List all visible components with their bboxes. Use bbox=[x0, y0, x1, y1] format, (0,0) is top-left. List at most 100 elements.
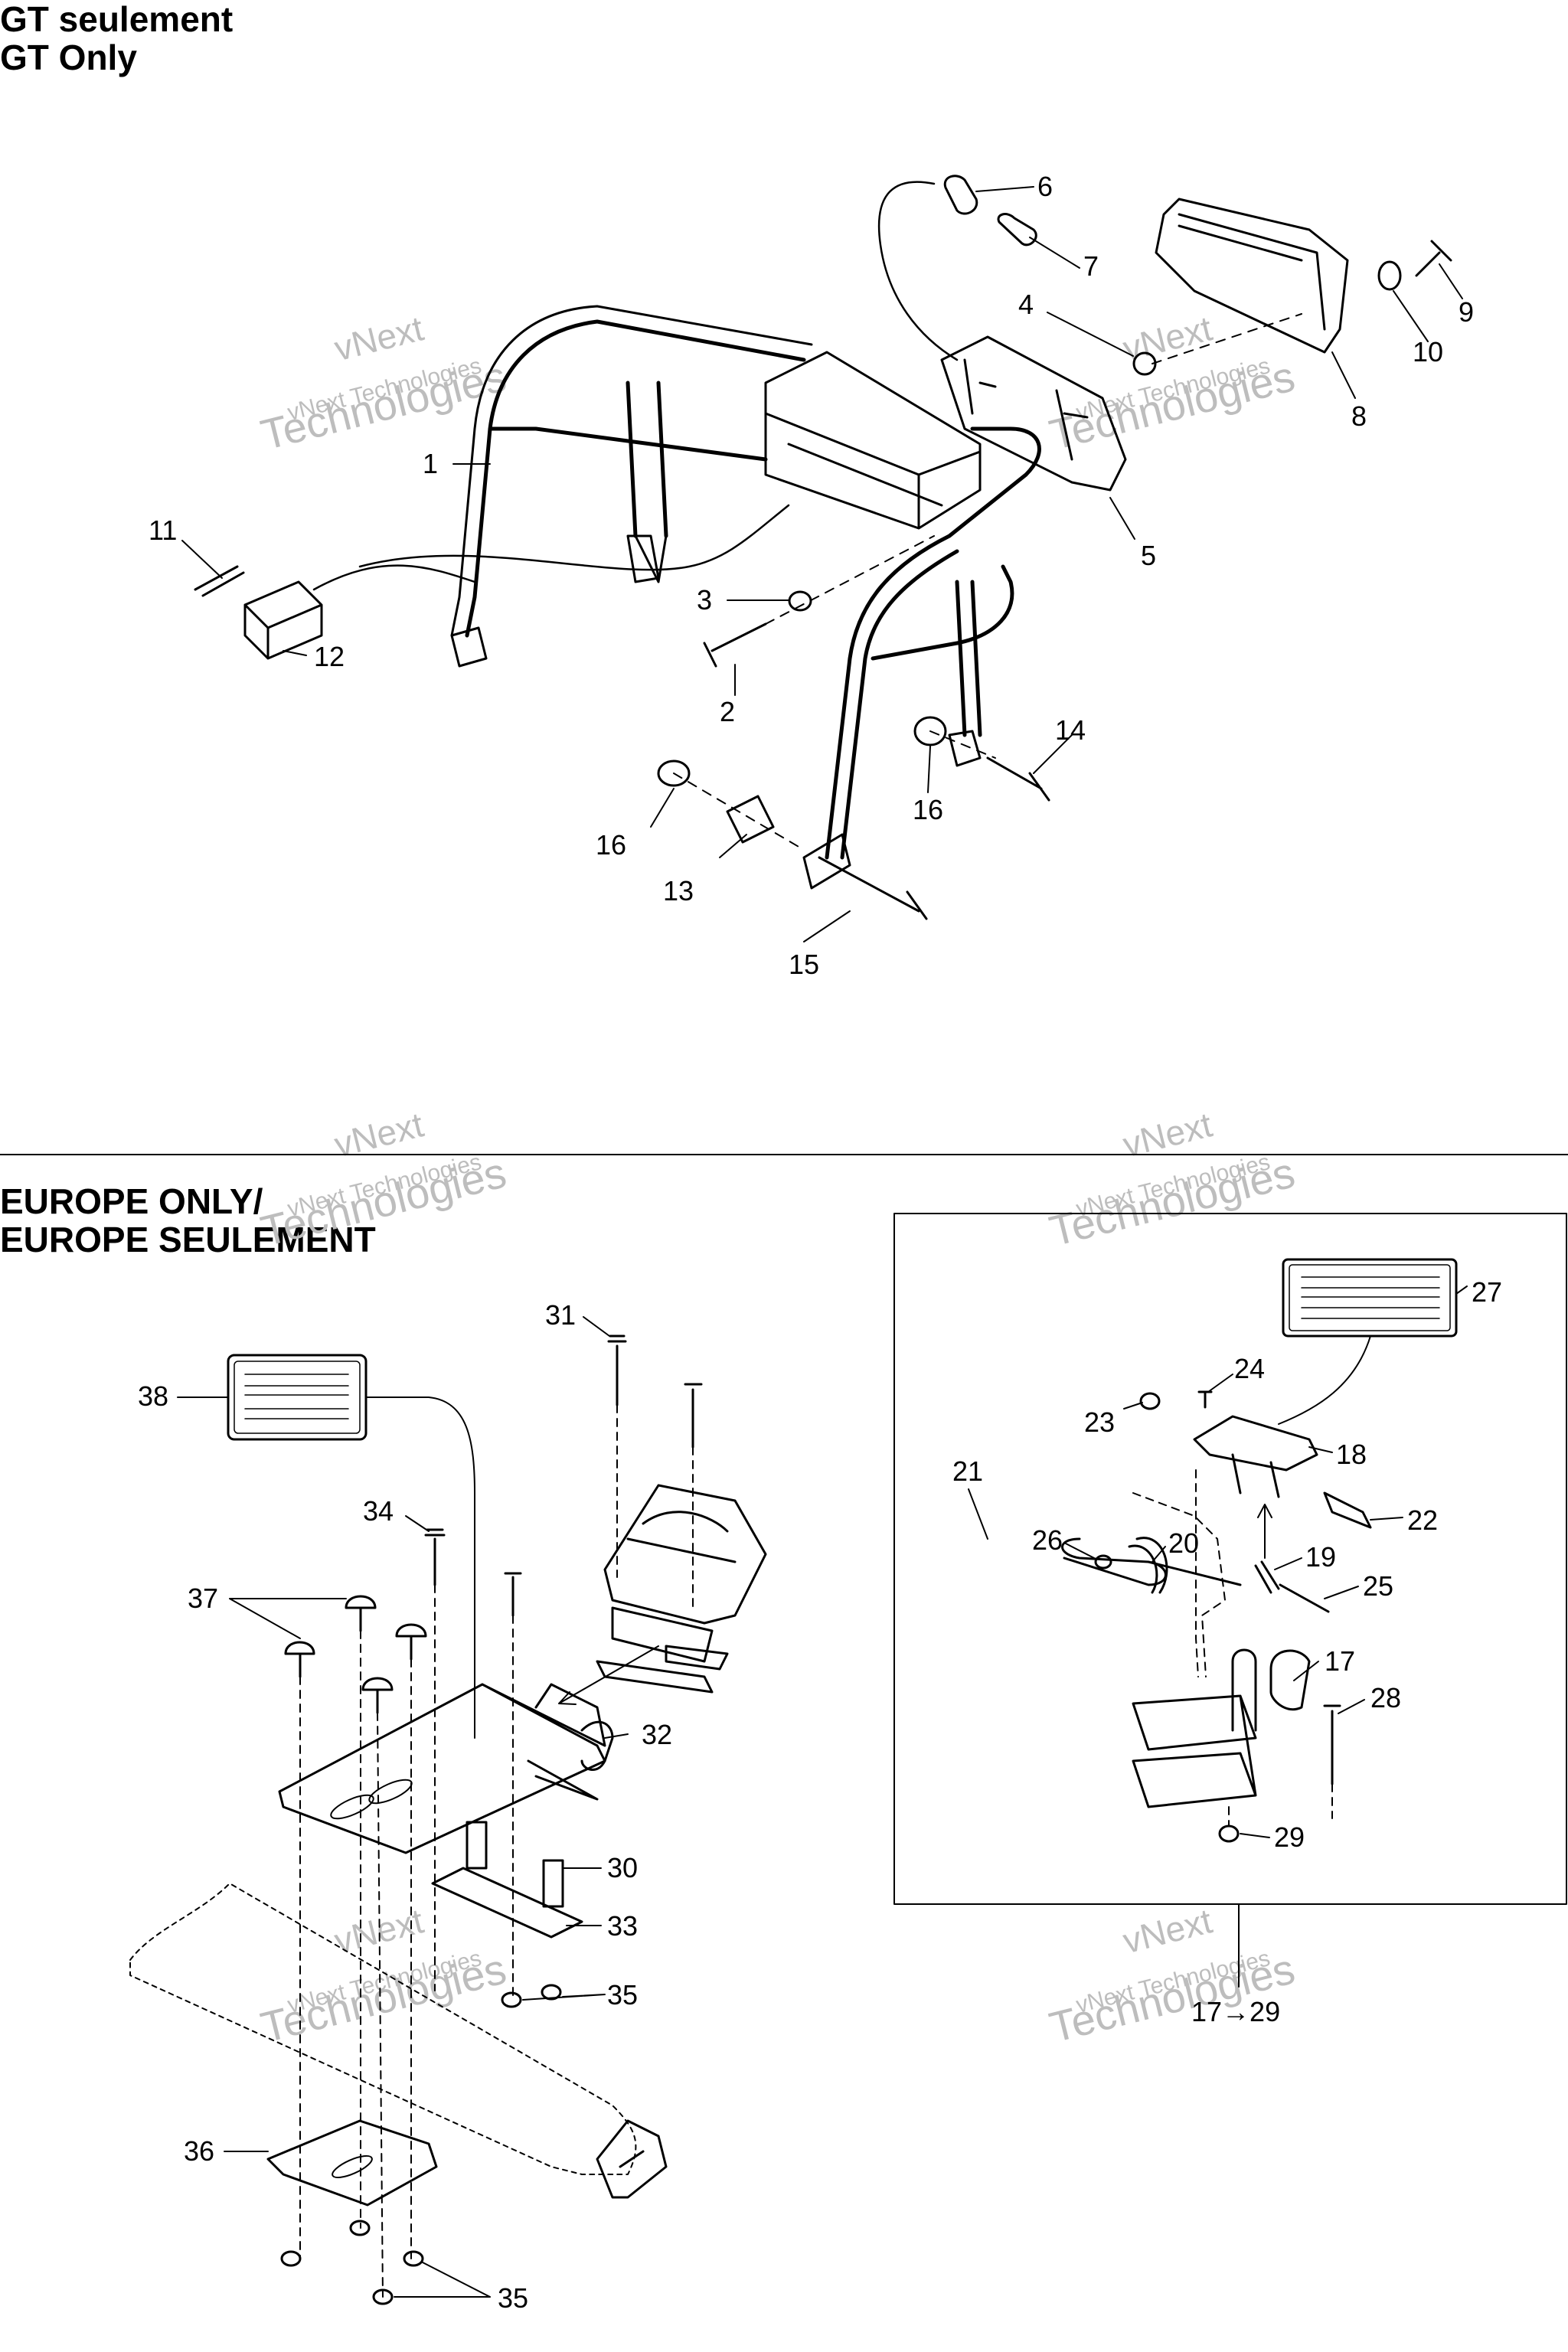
strap-plate-33 bbox=[431, 1867, 583, 1939]
svg-text:10: 10 bbox=[1413, 336, 1443, 368]
svg-text:13: 13 bbox=[663, 875, 694, 906]
gt-rack-assembly bbox=[181, 175, 1463, 942]
svg-text:1: 1 bbox=[423, 448, 438, 479]
inset-hitch-pin-assembly bbox=[893, 1213, 1567, 1988]
nut-23 bbox=[1139, 1392, 1161, 1410]
inset-frame bbox=[893, 1213, 1567, 1905]
inset-arrow bbox=[1257, 1504, 1272, 1559]
hitch-base bbox=[596, 1645, 729, 1694]
wire-harness bbox=[312, 181, 959, 591]
spacer-30b bbox=[542, 1859, 564, 1908]
svg-text:33: 33 bbox=[607, 1910, 638, 1942]
svg-text:Technologies: Technologies bbox=[256, 1148, 511, 1255]
svg-text:5: 5 bbox=[1141, 540, 1156, 571]
washer-26 bbox=[1094, 1554, 1112, 1570]
screw-24 bbox=[1197, 1390, 1213, 1409]
bulb-socket bbox=[943, 175, 978, 215]
svg-text:21: 21 bbox=[952, 1455, 983, 1487]
svg-text:vNext: vNext bbox=[1119, 308, 1216, 368]
heading-europe-fr: EUROPE SEULEMENT bbox=[0, 1220, 376, 1259]
nut-4 bbox=[1132, 351, 1157, 376]
bolt-14 bbox=[986, 756, 1050, 802]
trailer-hitch bbox=[603, 1484, 767, 1663]
leader-lines-inset bbox=[968, 1285, 1468, 1838]
heading-gt-fr: GT seulement bbox=[0, 0, 234, 39]
bolt-2 bbox=[703, 622, 767, 668]
carriage-bolts-37 bbox=[284, 1595, 427, 1714]
nut-29 bbox=[1218, 1824, 1240, 1843]
svg-text:Technologies: Technologies bbox=[1045, 351, 1299, 459]
svg-text:23: 23 bbox=[1084, 1406, 1115, 1438]
tail-light-bracket bbox=[940, 335, 1127, 492]
bolt-34 bbox=[424, 1528, 446, 1586]
washer-3 bbox=[788, 590, 812, 612]
spacer-13 bbox=[726, 795, 775, 844]
heading-gt-en: GT Only bbox=[0, 38, 137, 77]
plate-slots bbox=[330, 1779, 413, 1820]
svg-text:3: 3 bbox=[697, 584, 712, 616]
plate-hinge bbox=[527, 1720, 614, 1801]
wire-terminal bbox=[194, 565, 245, 597]
svg-text:30: 30 bbox=[607, 1852, 638, 1883]
svg-text:Technologies: Technologies bbox=[256, 1944, 511, 2051]
screw-9 bbox=[1415, 240, 1452, 277]
wire-connector bbox=[243, 580, 323, 660]
svg-text:24: 24 bbox=[1234, 1353, 1265, 1384]
svg-text:20: 20 bbox=[1168, 1527, 1199, 1559]
svg-text:26: 26 bbox=[1032, 1524, 1063, 1556]
svg-text:vNext: vNext bbox=[330, 308, 427, 368]
latch-18 bbox=[1193, 1415, 1318, 1498]
svg-text:2: 2 bbox=[720, 696, 735, 727]
rack-frame-part-1b bbox=[450, 305, 813, 637]
svg-text:7: 7 bbox=[1083, 250, 1099, 282]
callouts-europe: 38 31 34 37 32 30 33 35 36 35 bbox=[138, 1299, 672, 2314]
decal-leader-27 bbox=[1278, 1335, 1371, 1425]
heading-europe-en: EUROPE ONLY/ bbox=[0, 1181, 263, 1221]
bulb bbox=[997, 213, 1037, 247]
hitch-pin-21 bbox=[1061, 1537, 1242, 1586]
svg-text:16: 16 bbox=[913, 794, 943, 825]
svg-text:16: 16 bbox=[596, 829, 626, 861]
license-plate-housing bbox=[764, 351, 982, 530]
europe-hitch-assembly bbox=[129, 1316, 767, 2305]
tail-light bbox=[1155, 198, 1349, 354]
svg-text:14: 14 bbox=[1055, 714, 1086, 746]
svg-text:25: 25 bbox=[1363, 1570, 1393, 1602]
spacer-16-left bbox=[657, 760, 691, 787]
watermark-1: vNext vNext Technologies Technologies bbox=[256, 308, 511, 459]
inset-range-label: 17→29 bbox=[1191, 1996, 1280, 2027]
svg-text:vNext: vNext bbox=[330, 1104, 427, 1165]
svg-text:12: 12 bbox=[314, 641, 345, 672]
rack-mount-foot-left bbox=[450, 534, 660, 668]
svg-text:17: 17 bbox=[1325, 1645, 1355, 1677]
svg-text:34: 34 bbox=[363, 1495, 394, 1527]
nuts-35 bbox=[280, 1984, 562, 2305]
cotter-pin-19 bbox=[1254, 1560, 1280, 1594]
svg-text:19: 19 bbox=[1305, 1541, 1336, 1573]
bumper-bracket bbox=[596, 2119, 668, 2199]
svg-text:15: 15 bbox=[789, 949, 819, 980]
assembly-guides-europe bbox=[299, 1404, 694, 2298]
bolt-28 bbox=[1323, 1704, 1341, 1785]
svg-text:vNext: vNext bbox=[1119, 1900, 1216, 1961]
svg-text:29: 29 bbox=[1274, 1821, 1305, 1853]
bolt-34b bbox=[504, 1572, 522, 1617]
backing-plate-slot bbox=[332, 2154, 373, 2179]
svg-text:11: 11 bbox=[149, 514, 177, 546]
assembly-guides-inset bbox=[1132, 1469, 1333, 1827]
bolt-15 bbox=[818, 856, 928, 920]
svg-text:vNext: vNext bbox=[1119, 1104, 1216, 1165]
svg-text:38: 38 bbox=[138, 1380, 168, 1412]
bolt-31 bbox=[607, 1334, 627, 1406]
rack-frame-rear bbox=[825, 426, 1041, 860]
svg-text:6: 6 bbox=[1037, 171, 1053, 202]
pin-22 bbox=[1323, 1491, 1372, 1529]
section-heading-europe: EUROPE ONLY/ EUROPE SEULEMENT bbox=[0, 1182, 376, 1259]
bolt-31b bbox=[684, 1383, 703, 1449]
decal-leader-38 bbox=[365, 1396, 475, 1739]
watermark-3: vNext vNext Technologies Technologies bbox=[256, 1104, 511, 1255]
callouts-inset: 27 24 23 18 22 21 26 20 19 25 17 28 29 1… bbox=[952, 1276, 1502, 2027]
svg-text:32: 32 bbox=[642, 1719, 672, 1750]
mounting-plate-32 bbox=[278, 1683, 606, 1854]
assembly-guides-top bbox=[673, 313, 1302, 851]
